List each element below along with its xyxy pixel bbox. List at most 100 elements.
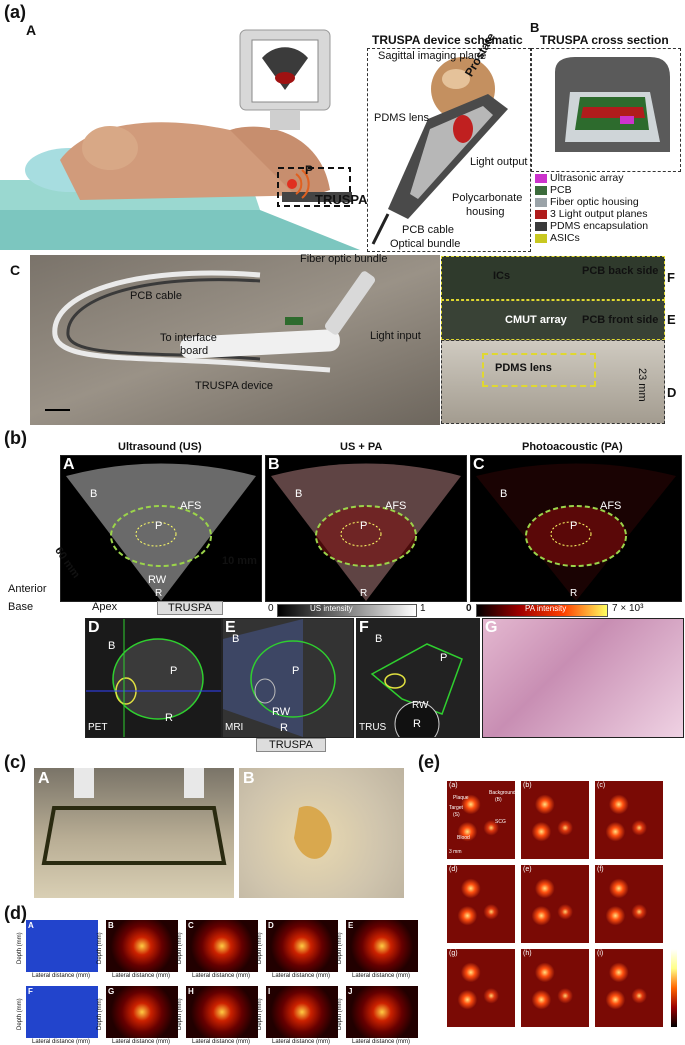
histology-image: [482, 618, 684, 738]
c-sub-a: A: [38, 770, 50, 787]
d-depth-axis-label: Depth (mm): [337, 998, 343, 1030]
d-depth-axis-label: Depth (mm): [177, 998, 183, 1030]
legend-item: ASICs: [535, 232, 648, 244]
d-subplot: C: [186, 920, 258, 972]
pa-int-max: 7 × 10³: [612, 603, 644, 614]
mm10-label: 10 mm: [222, 555, 257, 567]
device-schematic-drawing: [371, 57, 508, 245]
e-subplot: (c): [595, 781, 663, 859]
panel-a-sub-a: A: [26, 22, 37, 38]
fiber-bundle-label: Fiber optic bundle: [300, 253, 388, 265]
d-subplot-label: F: [28, 987, 33, 996]
p-mri: P: [292, 665, 300, 677]
e-target-label: Target: [449, 805, 463, 811]
cross-section-drawing: [555, 57, 670, 152]
b-label-us: B: [90, 488, 98, 500]
legend-swatch: [535, 197, 547, 207]
d-lateral-axis-label: Lateral distance (mm): [112, 1039, 171, 1045]
base-label: Base: [8, 601, 34, 613]
r-uspa: R: [360, 588, 368, 599]
e-subplot-label: (b): [523, 782, 532, 789]
d-subplot: J: [346, 986, 418, 1038]
legend-item: Fiber optic housing: [535, 196, 648, 208]
e-subplot: (h): [521, 949, 589, 1027]
rw-us: RW: [148, 574, 167, 586]
d-lateral-axis-label: Lateral distance (mm): [192, 1039, 251, 1045]
d-lateral-axis-label: Lateral distance (mm): [272, 973, 331, 979]
p-us: P: [155, 520, 163, 532]
e-subplot-label: (e): [523, 866, 532, 873]
legend-text: ASICs: [550, 232, 580, 244]
phantom-photo-a: [34, 768, 234, 898]
trus-image: [356, 618, 480, 747]
panel-a-label: (a): [4, 2, 26, 22]
legend-text: PDMS encapsulation: [550, 220, 649, 232]
d-subplot-label: I: [268, 987, 271, 996]
r-us: R: [155, 588, 163, 599]
afs-us: AFS: [180, 500, 202, 512]
b-label-pet: B: [108, 640, 116, 652]
anterior-label: Anterior: [8, 583, 47, 595]
legend-swatch: [535, 209, 547, 219]
photo-pdms-label: PDMS lens: [495, 362, 552, 374]
truspa-device-label: TRUSPA device: [195, 380, 274, 392]
d-subplot: D: [266, 920, 338, 972]
b-sub-c: C: [473, 456, 485, 473]
uspa-title: US + PA: [340, 441, 383, 453]
legend-text: PCB: [550, 184, 572, 196]
legend-swatch: [535, 221, 547, 231]
pa-title: Photoacoustic (PA): [522, 441, 623, 453]
mri-image: [222, 618, 354, 738]
r-pa: R: [570, 588, 578, 599]
d-subplot-label: C: [188, 921, 194, 930]
d-depth-axis-label: Depth (mm): [17, 932, 23, 964]
e-subplot-label: (g): [449, 950, 458, 957]
d-subplot-label: E: [348, 921, 354, 930]
r-trus: R: [413, 718, 421, 730]
p-pa: P: [570, 520, 578, 532]
b-label-mri: B: [232, 633, 240, 645]
legend-item: Ultrasonic array: [535, 172, 648, 184]
d-subplot: A: [26, 920, 98, 972]
e-background-label: Background: [489, 790, 516, 796]
panel-a-sub-c: C: [10, 262, 21, 278]
d-lateral-axis-label: Lateral distance (mm): [272, 1039, 331, 1045]
pcb-front-label: PCB front side: [582, 314, 659, 326]
c-sub-b: B: [243, 770, 255, 787]
photo-pcb-cable-label: PCB cable: [130, 290, 182, 302]
truspa-label: TRUSPA: [315, 192, 368, 207]
d-subplot-label: J: [348, 987, 353, 996]
legend-swatch: [535, 185, 547, 195]
panel-a-sub-d: D: [667, 385, 677, 400]
legend-text: 3 Light output planes: [550, 208, 648, 220]
d-subplot-label: H: [188, 987, 194, 996]
p-uspa: P: [360, 520, 368, 532]
panel-c-label: (c): [4, 752, 26, 772]
b-label-uspa: B: [295, 488, 303, 500]
optical-bundle-label: Optical bundle: [390, 238, 461, 250]
e-subplot-label: (f): [597, 866, 604, 873]
r-pet: R: [165, 712, 173, 724]
e-subplot-label: (c): [597, 782, 606, 789]
us-pa-image: [265, 455, 467, 602]
us-int-label: US intensity: [310, 604, 353, 613]
truspa-tag: TRUSPA: [157, 601, 223, 615]
light-input-label: Light input: [370, 330, 421, 342]
legend-item: PDMS encapsulation: [535, 220, 648, 232]
e-colorbar: [671, 949, 677, 1027]
pa-int-min: 0: [466, 603, 472, 614]
d-subplot: G: [106, 986, 178, 1038]
truspa-tag-2: TRUSPA: [256, 738, 326, 752]
pet-image: [85, 618, 222, 738]
e-subplot: (a): [447, 781, 515, 859]
phantom-photo-b: [239, 768, 404, 898]
e-scg-label: SCG: [495, 819, 506, 825]
e-subplot: (b): [521, 781, 589, 859]
e-subplot: (g): [447, 949, 515, 1027]
pa-colorbar: [476, 604, 608, 617]
d-depth-axis-label: Depth (mm): [17, 998, 23, 1030]
legend-text: Fiber optic housing: [550, 196, 639, 208]
panel-b-label: (b): [4, 428, 27, 448]
d-lateral-axis-label: Lateral distance (mm): [192, 973, 251, 979]
